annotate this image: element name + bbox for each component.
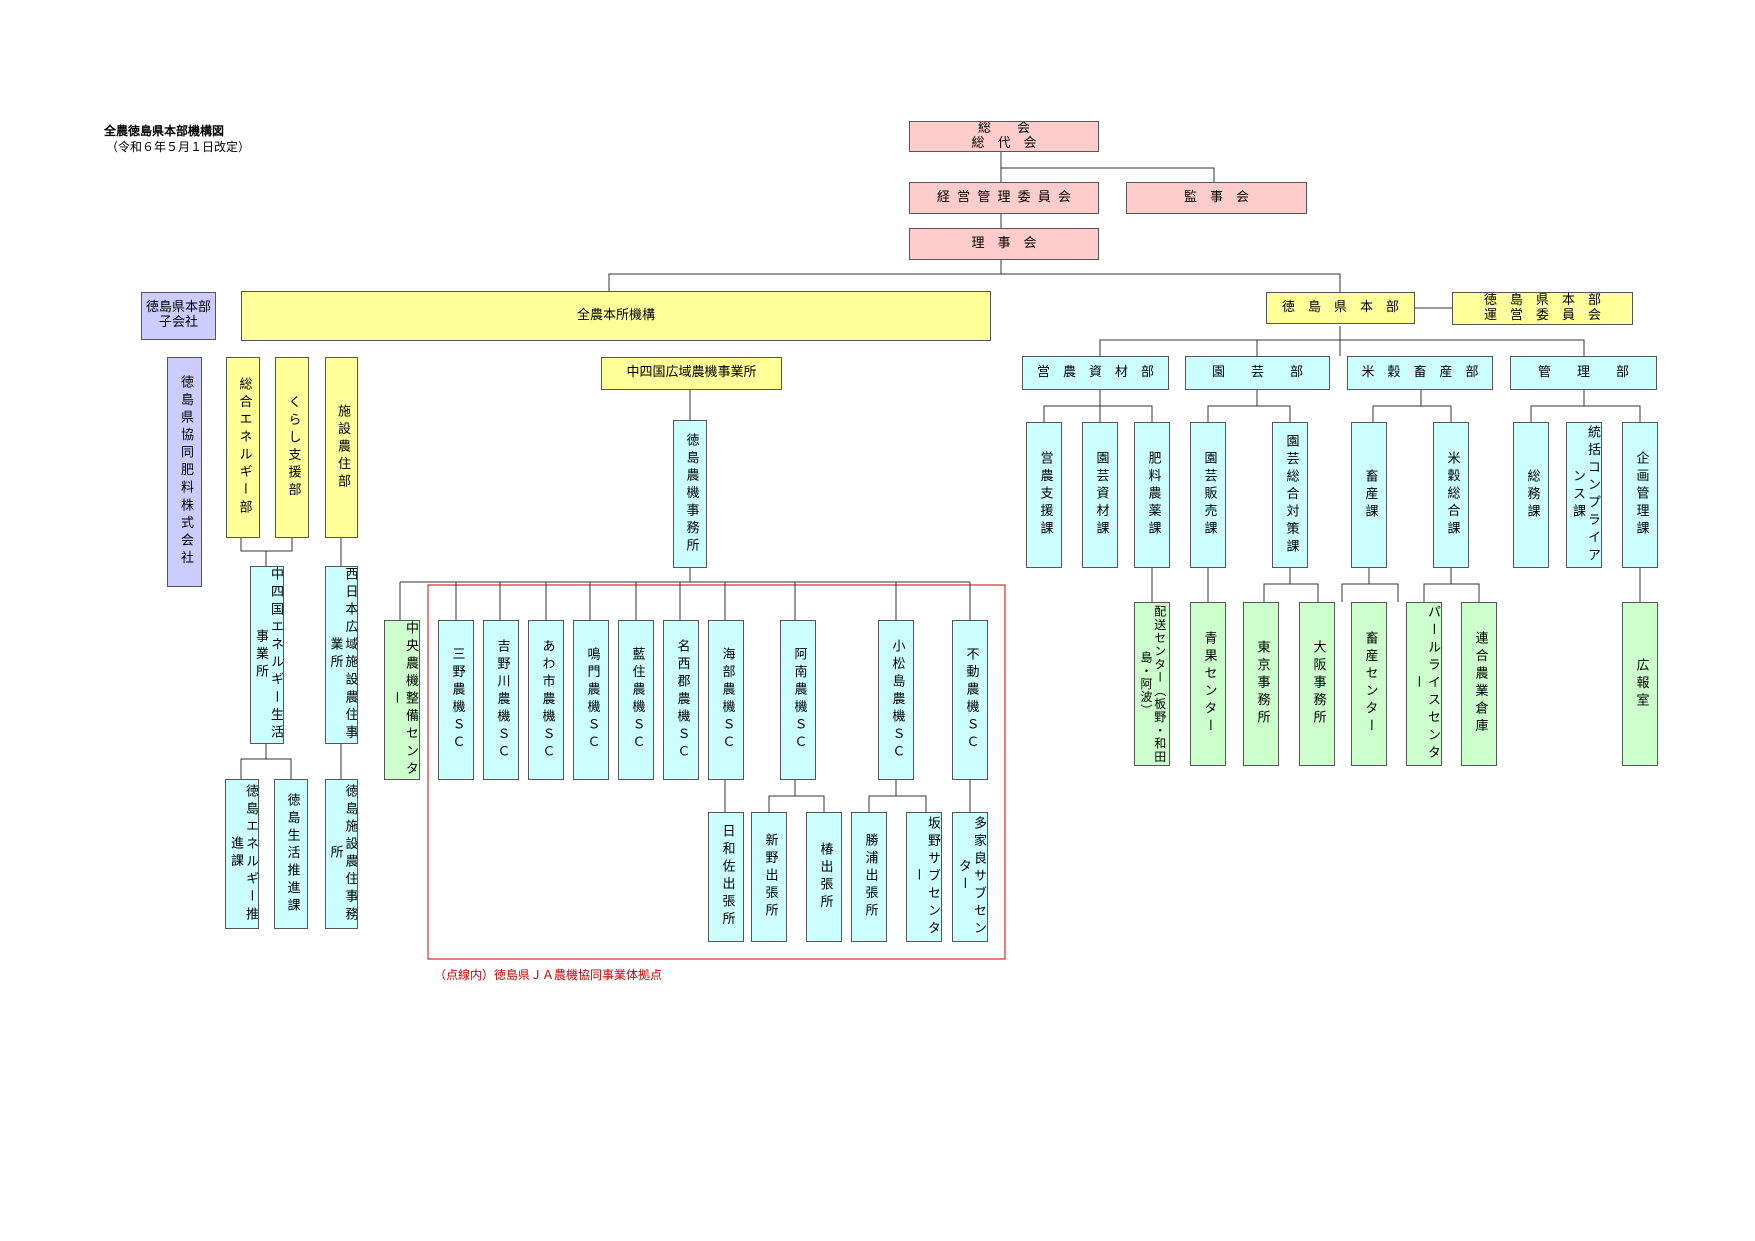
energy-dept-box: 総合エネルギー部 [226, 357, 260, 538]
zennoh-hq-box: 全農本所機構 [241, 291, 991, 341]
chikusan-section-box: 畜産課 [1351, 422, 1387, 568]
naruto-sc-box: 鳴門農機ＳＣ [573, 620, 609, 780]
hiryo-section-box: 肥料農薬課 [1134, 422, 1170, 568]
hiwasa-office-box: 日和佐出張所 [708, 812, 744, 942]
yoshinogawa-sc-box: 吉野川農機ＳＣ [483, 620, 519, 780]
katsuura-office-box: 勝浦出張所 [851, 812, 887, 942]
seika-center-box: 青果センター [1190, 602, 1226, 766]
myozai-sc-box: 名西郡農機ＳＣ [663, 620, 699, 780]
tsubaki-office-box: 椿出張所 [806, 812, 842, 942]
nishinihon-shisetsu-box: 西日本広域施設農住事業所 [325, 566, 358, 744]
kaifu-sc-box: 海部農機ＳＣ [708, 620, 744, 780]
engei-shizai-section-box: 園芸資材課 [1082, 422, 1118, 568]
tokushima-energy-box: 徳島エネルギー推進課 [225, 779, 259, 929]
beikoku-sogo-section-box: 米穀総合課 [1433, 422, 1469, 568]
fudo-sc-box: 不動農機ＳＣ [952, 620, 988, 780]
engei-sogo-section-box: 園芸総合対策課 [1272, 422, 1308, 568]
engei-dept-box: 園 芸 部 [1185, 356, 1330, 390]
pref-hq-committee-box: 徳 島 県 本 部 運 営 委 員 会 [1452, 292, 1633, 325]
page-title: 全農徳島県本部機構図 [104, 124, 225, 138]
dotted-frame-note: （点線内）徳島県ＪＡ農機協同事業体拠点 [434, 968, 663, 982]
shisetsu-dept-box: 施設農住部 [325, 357, 358, 538]
chushikoku-energy-box: 中四国エネルギー生活事業所 [250, 566, 284, 744]
koho-room-box: 広報室 [1622, 602, 1658, 766]
auditors-box: 監 事 会 [1126, 182, 1307, 214]
osaka-office-box: 大阪事務所 [1299, 602, 1335, 766]
compliance-section-box: 統括コンプライアンス課 [1566, 422, 1602, 568]
anan-sc-box: 阿南農機ＳＣ [780, 620, 816, 780]
board-box: 理 事 会 [909, 228, 1099, 260]
central-maintenance-center-box: 中央農機整備センター [384, 620, 420, 780]
management-committee-box: 経営管理委員会 [909, 182, 1099, 214]
tokyo-office-box: 東京事務所 [1243, 602, 1279, 766]
rengo-warehouse-box: 連合農業倉庫 [1461, 602, 1497, 766]
chikusan-center-box: 畜産センター [1351, 602, 1387, 766]
tokushima-shisetsu-box: 徳島施設農住事務所 [325, 779, 358, 929]
pref-hq-box: 徳 島 県 本 部 [1266, 292, 1415, 324]
farm-machine-division-box: 中四国広域農機事業所 [601, 357, 782, 390]
farm-machine-office-box: 徳島農機事務所 [673, 420, 707, 568]
kanri-dept-box: 管 理 部 [1510, 356, 1657, 390]
awa-sc-box: あわ市農機ＳＣ [528, 620, 564, 780]
tokushima-life-box: 徳島生活推進課 [274, 779, 308, 929]
beikoku-dept-box: 米 穀 畜 産 部 [1347, 356, 1493, 390]
eino-dept-box: 営 農 資 材 部 [1022, 356, 1169, 390]
komatsushima-sc-box: 小松島農機ＳＣ [878, 620, 914, 780]
engei-hanbai-section-box: 園芸販売課 [1190, 422, 1226, 568]
taka-subcenter-box: 多家良サブセンター [952, 812, 988, 942]
kikaku-section-box: 企画管理課 [1622, 422, 1658, 568]
mino-sc-box: 三野農機ＳＣ [438, 620, 474, 780]
somu-section-box: 総務課 [1513, 422, 1549, 568]
pearl-rice-center-box: パールライスセンター [1406, 602, 1442, 766]
revision-date: （令和６年５月１日改定） [106, 140, 251, 154]
arano-office-box: 新野出張所 [751, 812, 787, 942]
sakano-subcenter-box: 坂野サブセンター [906, 812, 942, 942]
eino-shien-section-box: 営農支援課 [1026, 422, 1062, 568]
subsidiary-group-box: 徳島県本部 子会社 [141, 292, 216, 340]
aizumi-sc-box: 藍住農機ＳＣ [618, 620, 654, 780]
general-meeting-box: 総 会 総 代 会 [909, 121, 1099, 152]
dotted-frame [427, 584, 1006, 960]
haiso-center-box: 配送センター（板野・和田島・阿波） [1134, 602, 1170, 766]
subsidiary-fertilizer-box: 徳島県協同肥料株式会社 [167, 357, 202, 587]
kurashi-dept-box: くらし支援部 [275, 357, 309, 538]
